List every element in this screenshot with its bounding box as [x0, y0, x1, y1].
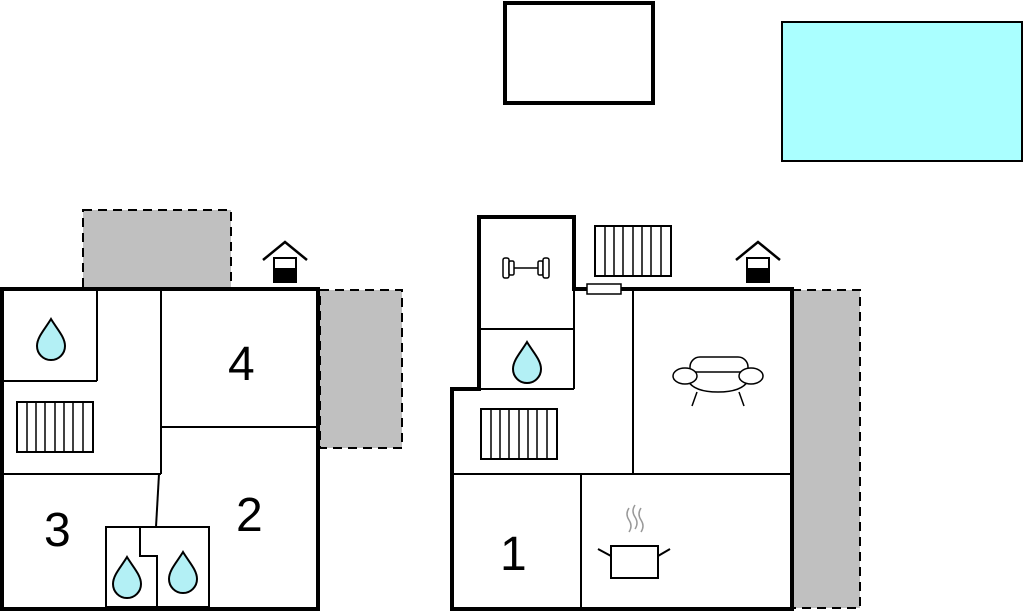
right-building — [450, 215, 794, 611]
fitness-dumbbell-icon — [502, 257, 550, 279]
room-label-4: 4 — [228, 338, 255, 391]
room-label-2: 2 — [236, 489, 263, 542]
radiator-icon — [594, 225, 672, 277]
swimming-pool — [781, 21, 1023, 162]
terrace-top-left — [82, 209, 232, 289]
outdoor-table — [503, 1, 655, 105]
terrace-right-right-building — [791, 289, 861, 609]
kitchen-pot-icon — [597, 504, 671, 579]
room-label-3: 3 — [44, 504, 71, 557]
entrance-house-icon — [734, 240, 782, 284]
radiator-icon — [480, 408, 558, 460]
room-label-1: 1 — [500, 528, 527, 581]
terrace-right-left-building — [319, 289, 403, 449]
entrance-house-icon — [261, 240, 309, 284]
sofa-icon — [672, 356, 764, 407]
radiator-icon — [16, 401, 94, 453]
